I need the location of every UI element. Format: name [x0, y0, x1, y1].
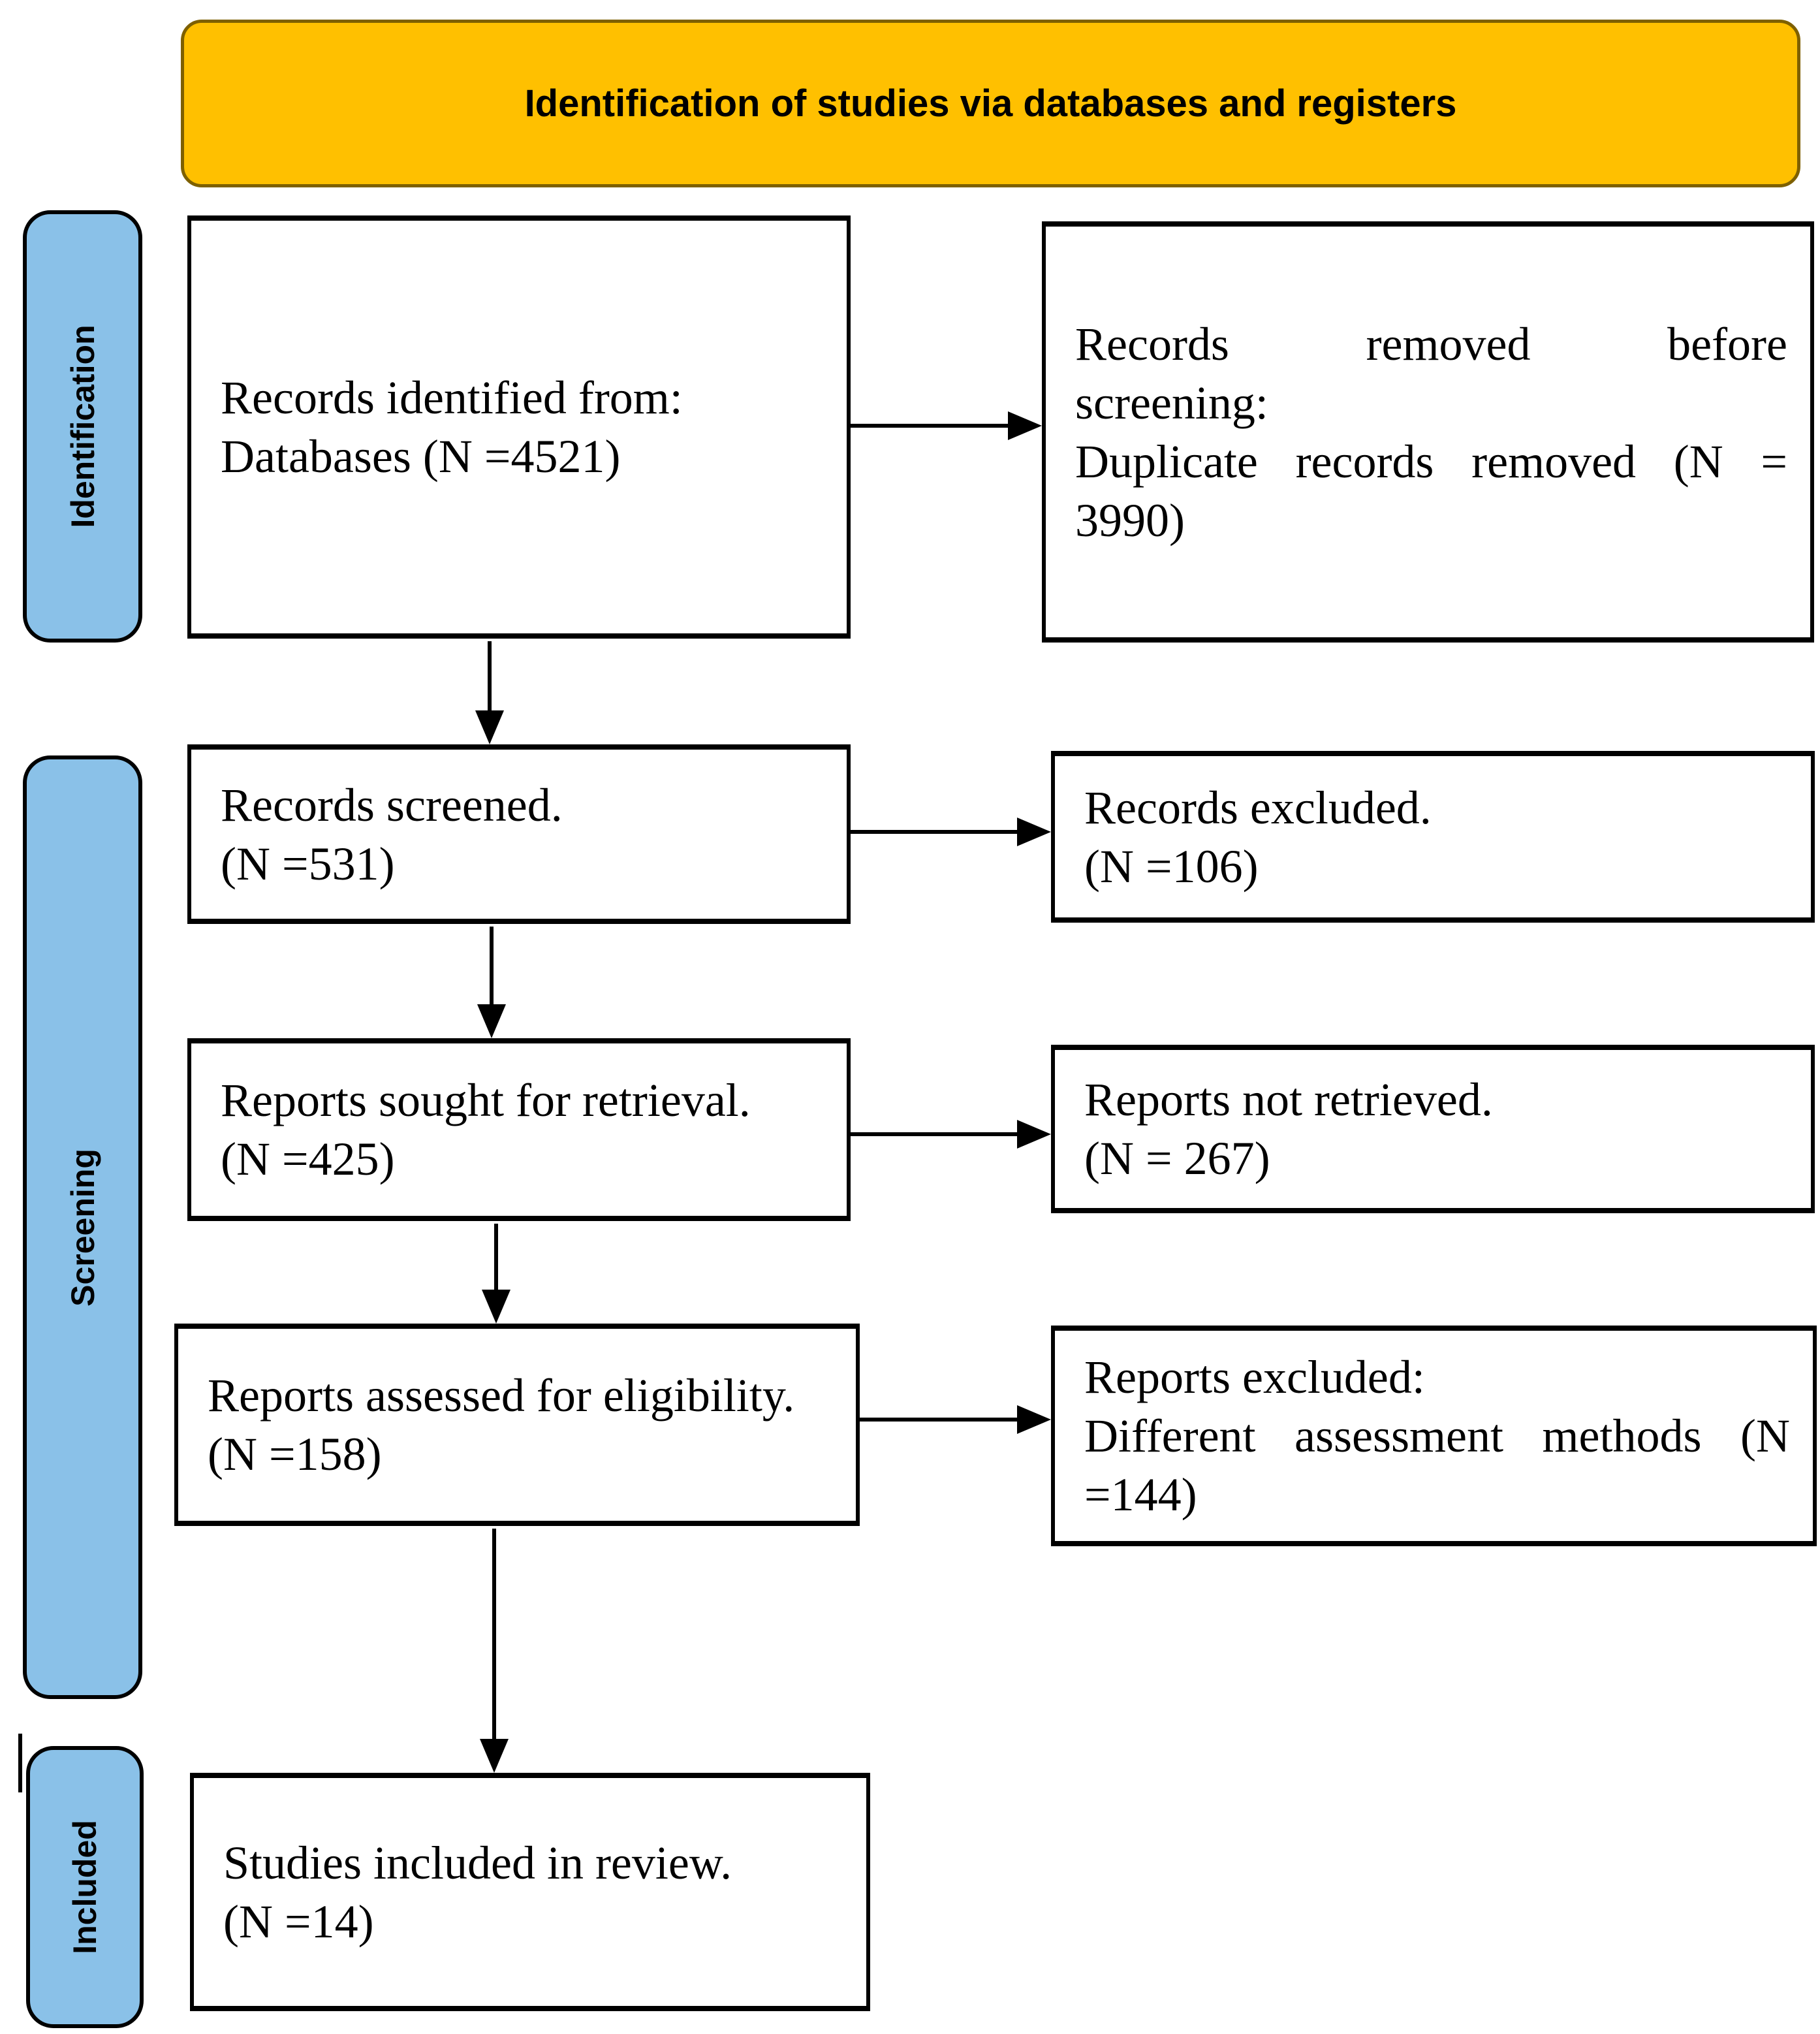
box-text-line: (N =14) [223, 1895, 374, 1948]
header-title: Identification of studies via databases … [524, 82, 1457, 125]
stage-label-screening: Screening [64, 1148, 101, 1307]
box-studies-included: Studies included in review. (N =14) [190, 1773, 870, 2011]
box-text-line: Records screened. [221, 778, 563, 831]
box-records-excluded: Records excluded. (N =106) [1051, 751, 1815, 923]
arrow-down-sought-to-assessed-icon [482, 1224, 510, 1324]
box-reports-sought: Reports sought for retrieval. (N =425) [187, 1038, 851, 1221]
box-text-line: Records removed before [1075, 317, 1787, 370]
box-text-line: (N =531) [221, 837, 395, 890]
box-text-line: (N = 267) [1084, 1132, 1270, 1184]
arrow-right-sought-to-not-retrieved-icon [851, 1120, 1051, 1149]
tick-mark [18, 1734, 22, 1792]
box-reports-assessed: Reports assessed for eligibility. (N =15… [174, 1324, 860, 1526]
box-text-line: screening: [1075, 376, 1268, 429]
box-text-line: Records excluded. [1084, 781, 1432, 834]
stage-tab-identification: Identification [23, 210, 142, 643]
box-text-line: Reports excluded: [1084, 1351, 1425, 1403]
box-text-line: (N =106) [1084, 840, 1259, 893]
box-text-line: Reports not retrieved. [1084, 1073, 1493, 1126]
box-reports-excluded: Reports excluded: Different assessment m… [1051, 1326, 1817, 1546]
box-text-line: Reports sought for retrieval. [221, 1074, 751, 1126]
box-text-line: Duplicate records removed (N = [1075, 435, 1787, 488]
box-text-line: Records identified from: [221, 372, 683, 424]
box-text-line: Reports assessed for eligibility. [208, 1369, 795, 1422]
box-records-identified: Records identified from: Databases (N =4… [187, 215, 851, 639]
arrow-right-identified-to-removed-icon [851, 411, 1042, 440]
box-text-line: (N =158) [208, 1428, 382, 1480]
arrow-right-assessed-to-excluded-icon [860, 1405, 1051, 1434]
box-text-line: Different assessment methods (N [1084, 1410, 1790, 1462]
box-text-line: Databases (N =4521) [221, 430, 621, 483]
box-text-line: (N =425) [221, 1133, 395, 1185]
arrow-down-identified-to-screened-icon [475, 641, 504, 744]
box-reports-not-retrieved: Reports not retrieved. (N = 267) [1051, 1045, 1815, 1213]
box-text-line: =144) [1084, 1469, 1197, 1521]
arrow-down-screened-to-sought-icon [477, 927, 506, 1038]
box-text-line: Studies included in review. [223, 1836, 732, 1889]
box-text-line: 3990) [1075, 494, 1185, 547]
box-records-screened: Records screened. (N =531) [187, 744, 851, 924]
header-banner: Identification of studies via databases … [181, 20, 1800, 187]
stage-tab-included: Included [26, 1746, 144, 2028]
stage-label-identification: Identification [64, 325, 101, 528]
stage-tab-screening: Screening [23, 755, 142, 1699]
arrow-right-screened-to-excluded-icon [851, 818, 1051, 846]
box-records-removed: Records removed before screening: Duplic… [1042, 221, 1814, 643]
arrow-down-assessed-to-included-icon [480, 1529, 509, 1773]
stage-label-included: Included [67, 1820, 103, 1954]
